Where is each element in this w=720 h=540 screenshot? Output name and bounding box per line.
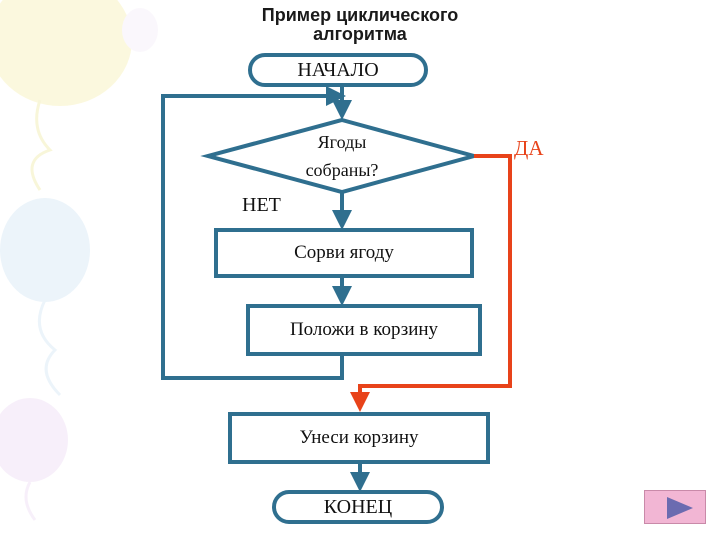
end-label: КОНЕЦ bbox=[323, 496, 393, 518]
start-terminator bbox=[248, 53, 428, 87]
condition-diamond bbox=[200, 117, 482, 195]
play-triangle-icon bbox=[667, 497, 693, 519]
title-line-2: алгоритма bbox=[313, 24, 407, 44]
step2-label: Положи в корзину bbox=[289, 319, 439, 340]
yes-branch-line bbox=[350, 154, 512, 412]
branch-no-label: НЕТ bbox=[242, 194, 281, 216]
loop-back-line bbox=[161, 94, 344, 380]
start-label: НАЧАЛО bbox=[297, 59, 379, 81]
step3-box bbox=[228, 412, 490, 464]
step1-label: Сорви ягоду bbox=[294, 242, 394, 263]
condition-label-line2: собраны? bbox=[305, 160, 379, 180]
condition-label-line1: Ягоды bbox=[317, 132, 367, 152]
title-line-1: Пример циклического bbox=[261, 5, 459, 25]
end-terminator bbox=[272, 490, 444, 524]
slide-title: Пример циклического алгоритма bbox=[180, 6, 540, 44]
step2-box bbox=[246, 304, 482, 356]
branch-yes-label: ДА bbox=[514, 136, 544, 160]
step3-label: Унеси корзину bbox=[299, 427, 419, 448]
next-slide-button[interactable] bbox=[644, 490, 706, 524]
